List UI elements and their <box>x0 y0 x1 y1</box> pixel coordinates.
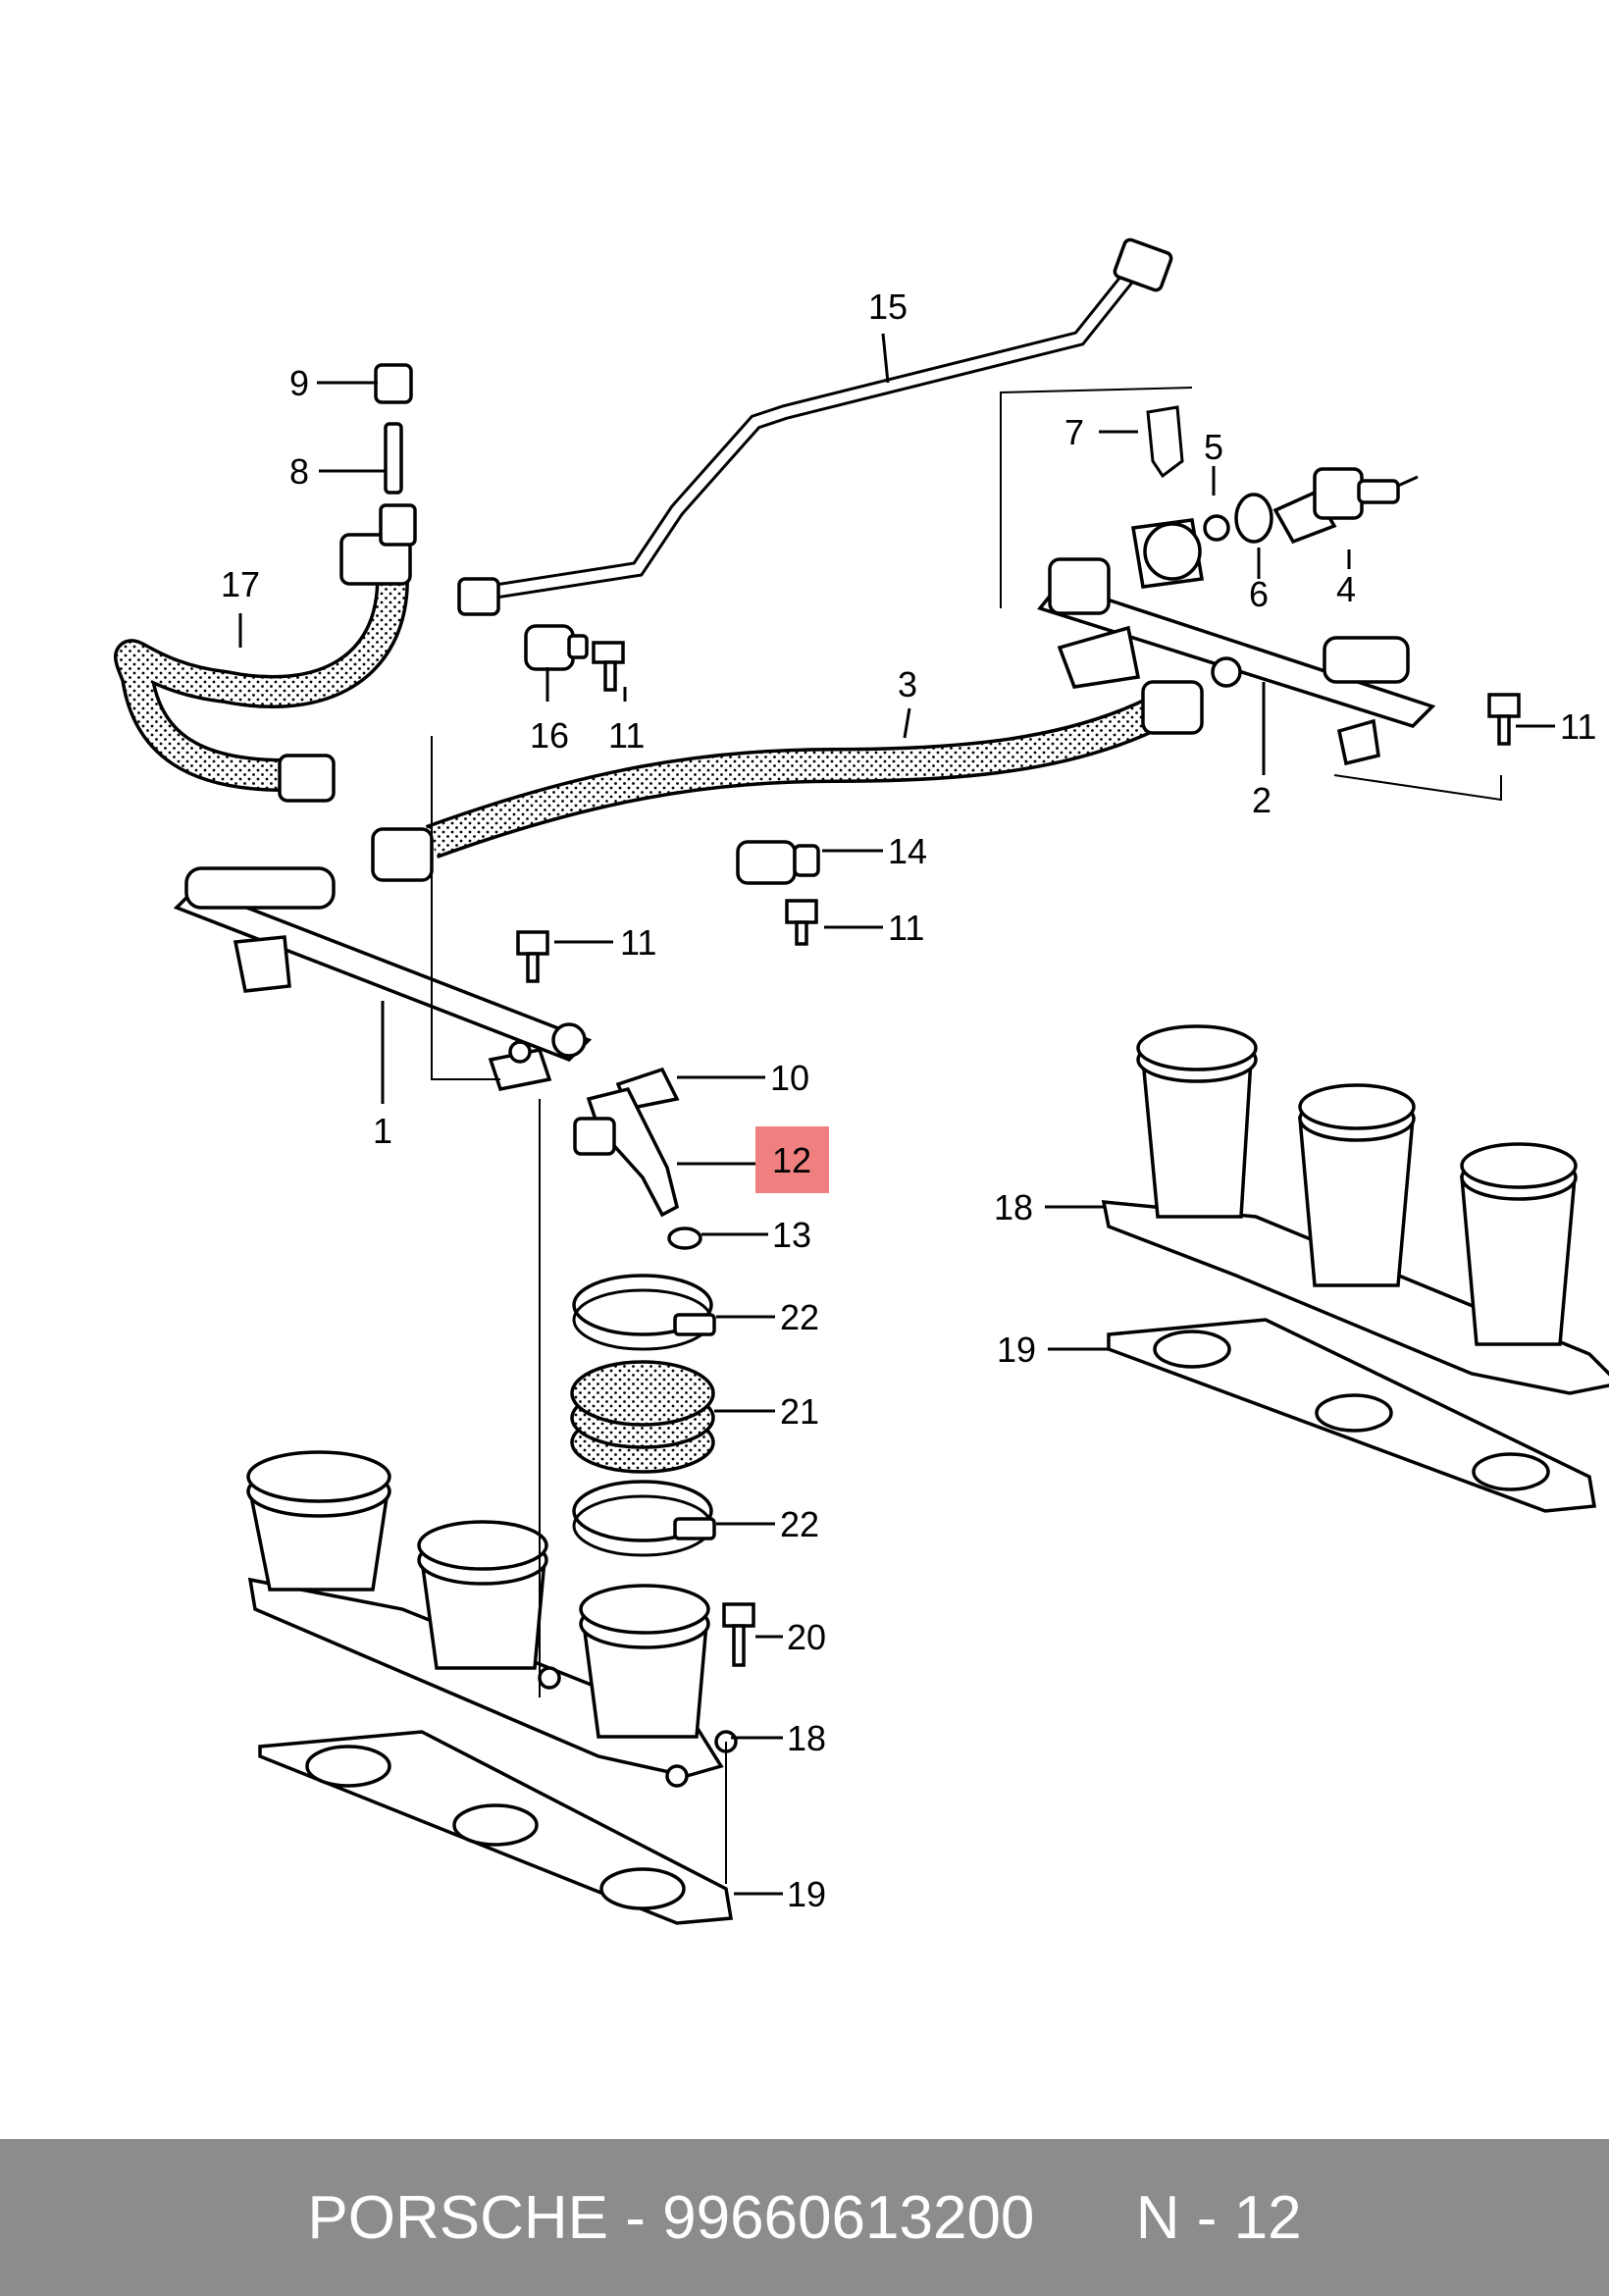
footer-part-number: 99660613200 <box>662 2183 1035 2252</box>
callout-20: 20 <box>787 1617 826 1657</box>
callout-11-mid: 11 <box>620 922 656 963</box>
pressure-regulator-assembly <box>1130 405 1419 589</box>
gasket-19-left <box>258 1730 734 1925</box>
bolt-11-right <box>1487 693 1521 746</box>
bolt-11-mid <box>516 930 549 983</box>
callout-19-right: 19 <box>997 1330 1036 1370</box>
footer-separator: - <box>625 2183 646 2252</box>
callout-15: 15 <box>868 287 908 327</box>
bolt-20 <box>722 1602 755 1667</box>
callout-5: 5 <box>1204 427 1223 467</box>
exploded-parts-diagram: 15 9 8 17 7 5 6 4 3 16 11 2 11 14 11 11 … <box>114 237 1609 1925</box>
callout-13: 13 <box>772 1215 811 1255</box>
footer-position: N - 12 <box>1135 2183 1302 2252</box>
o-ring-13 <box>667 1226 702 1250</box>
callout-21: 21 <box>780 1391 819 1432</box>
callout-12: 12 <box>772 1140 811 1180</box>
rubber-boot-21 <box>570 1360 715 1474</box>
footer-bar: PORSCHE - 99660613200 N - 12 <box>0 2139 1609 2296</box>
callout-7: 7 <box>1064 412 1084 452</box>
cap-9 <box>374 363 413 404</box>
callout-14: 14 <box>888 831 927 871</box>
callout-6: 6 <box>1249 574 1269 614</box>
fuel-injector-12 <box>573 1086 680 1218</box>
callout-19-left: 19 <box>787 1874 826 1914</box>
callout-11-right: 11 <box>1560 706 1596 747</box>
callout-17: 17 <box>221 564 260 604</box>
callout-11-right-mid: 11 <box>888 908 924 948</box>
bolt-11-top <box>592 641 625 692</box>
callout-16: 16 <box>530 715 569 756</box>
valve-8 <box>384 422 403 495</box>
fuel-hose-17 <box>114 503 417 803</box>
callout-22-top: 22 <box>780 1297 819 1337</box>
callout-18-right: 18 <box>994 1187 1033 1227</box>
callout-8: 8 <box>289 451 309 492</box>
callout-9: 9 <box>289 363 309 403</box>
fuel-line-15 <box>457 237 1173 616</box>
bolt-11-right-mid <box>785 899 818 946</box>
callout-22-bottom: 22 <box>780 1504 819 1544</box>
intake-manifold-18-left <box>246 1450 738 1788</box>
fuel-rail-1 <box>173 866 593 1092</box>
fuel-hose-3 <box>371 680 1204 882</box>
clamp-16 <box>524 624 589 671</box>
hose-clamp-22-bottom <box>572 1480 716 1557</box>
callout-3: 3 <box>898 664 917 704</box>
hose-clamp-22-top <box>572 1274 716 1351</box>
clamp-14 <box>736 840 820 885</box>
callout-11-top: 11 <box>608 715 645 756</box>
intake-manifold-18-right <box>1101 1024 1609 1395</box>
callout-18-left: 18 <box>787 1718 826 1758</box>
callout-4: 4 <box>1336 569 1356 609</box>
highlight-box-12 <box>755 1126 829 1193</box>
callout-2: 2 <box>1252 780 1272 820</box>
fuel-rail-2 <box>1037 557 1436 766</box>
gasket-19-right <box>1107 1318 1597 1513</box>
footer-brand: PORSCHE <box>307 2183 608 2252</box>
callout-10: 10 <box>770 1058 809 1098</box>
callout-1: 1 <box>373 1111 392 1151</box>
